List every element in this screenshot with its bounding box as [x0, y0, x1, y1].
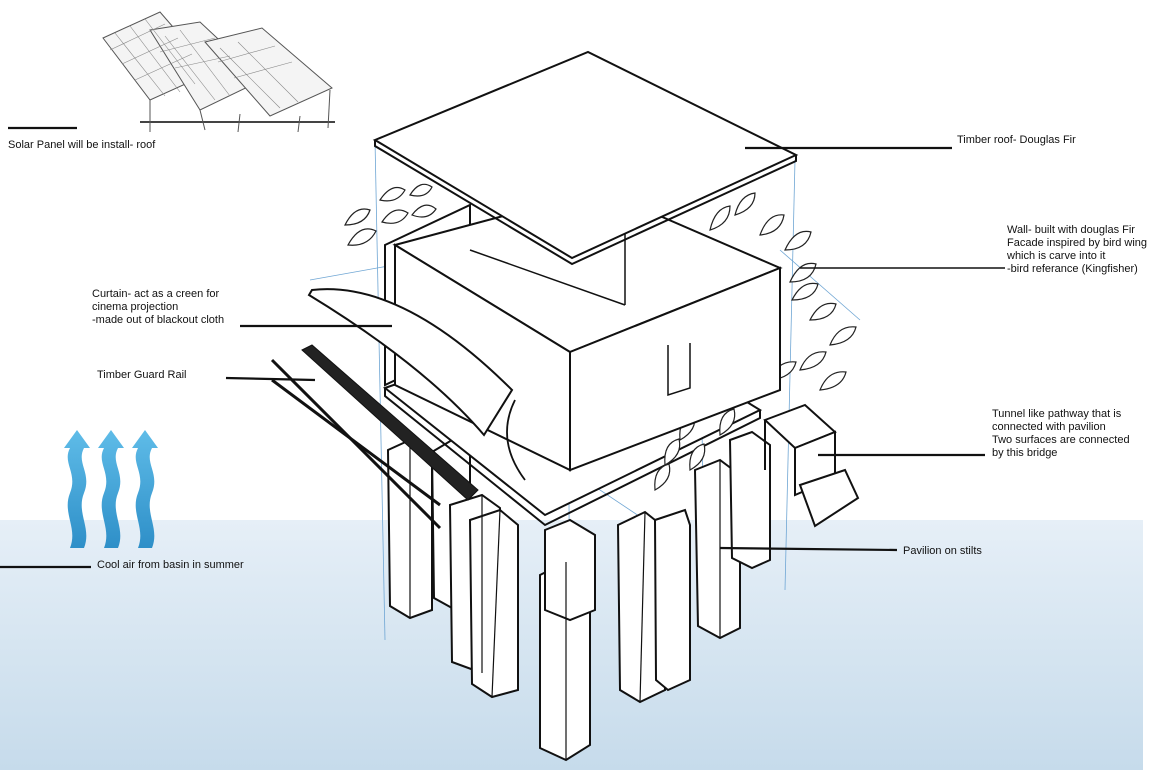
timber-guard-rail [270, 344, 479, 530]
label-wall-line: -bird referance (Kingfisher) [1007, 263, 1138, 275]
label-solar-panel: Solar Panel will be install- roof [8, 139, 156, 151]
label-guard-rail: Timber Guard Rail [97, 369, 187, 381]
label-tunnel-line: Tunnel like pathway that is [992, 408, 1122, 420]
label-wall-line: Facade inspired by bird wing [1007, 237, 1148, 249]
label-curtain-line: cinema projection [92, 301, 179, 313]
label-wall-line: which is carve into it [1007, 250, 1106, 262]
label-curtain-line: Curtain- act as a creen for [92, 288, 220, 300]
label-curtain-line: -made out of blackout cloth [92, 314, 225, 326]
timber-roof [372, 50, 799, 266]
leader-lines [0, 126, 1005, 569]
label-timber-roof: Timber roof- Douglas Fir [957, 134, 1076, 146]
label-tunnel-line: connected with pavilion [992, 421, 1106, 433]
label-wall-line: Wall- built with douglas Fir [1007, 224, 1135, 236]
solar-panel-sketch [102, 11, 335, 133]
label-tunnel: Tunnel like pathway that is connected wi… [992, 408, 1130, 460]
label-stilts: Pavilion on stilts [903, 545, 982, 557]
tunnel-bridge [763, 403, 860, 528]
label-wall: Wall- built with douglas Fir Facade insp… [1007, 224, 1147, 276]
label-cool-air: Cool air from basin in summer [97, 559, 244, 571]
label-tunnel-line: by this bridge [992, 447, 1058, 459]
label-curtain: Curtain- act as a creen for cinema proje… [92, 288, 224, 327]
label-tunnel-line: Two surfaces are connected [992, 434, 1130, 446]
cool-air-arrows [64, 430, 158, 548]
stilts [386, 430, 771, 762]
bird-wing-facade [344, 183, 857, 491]
